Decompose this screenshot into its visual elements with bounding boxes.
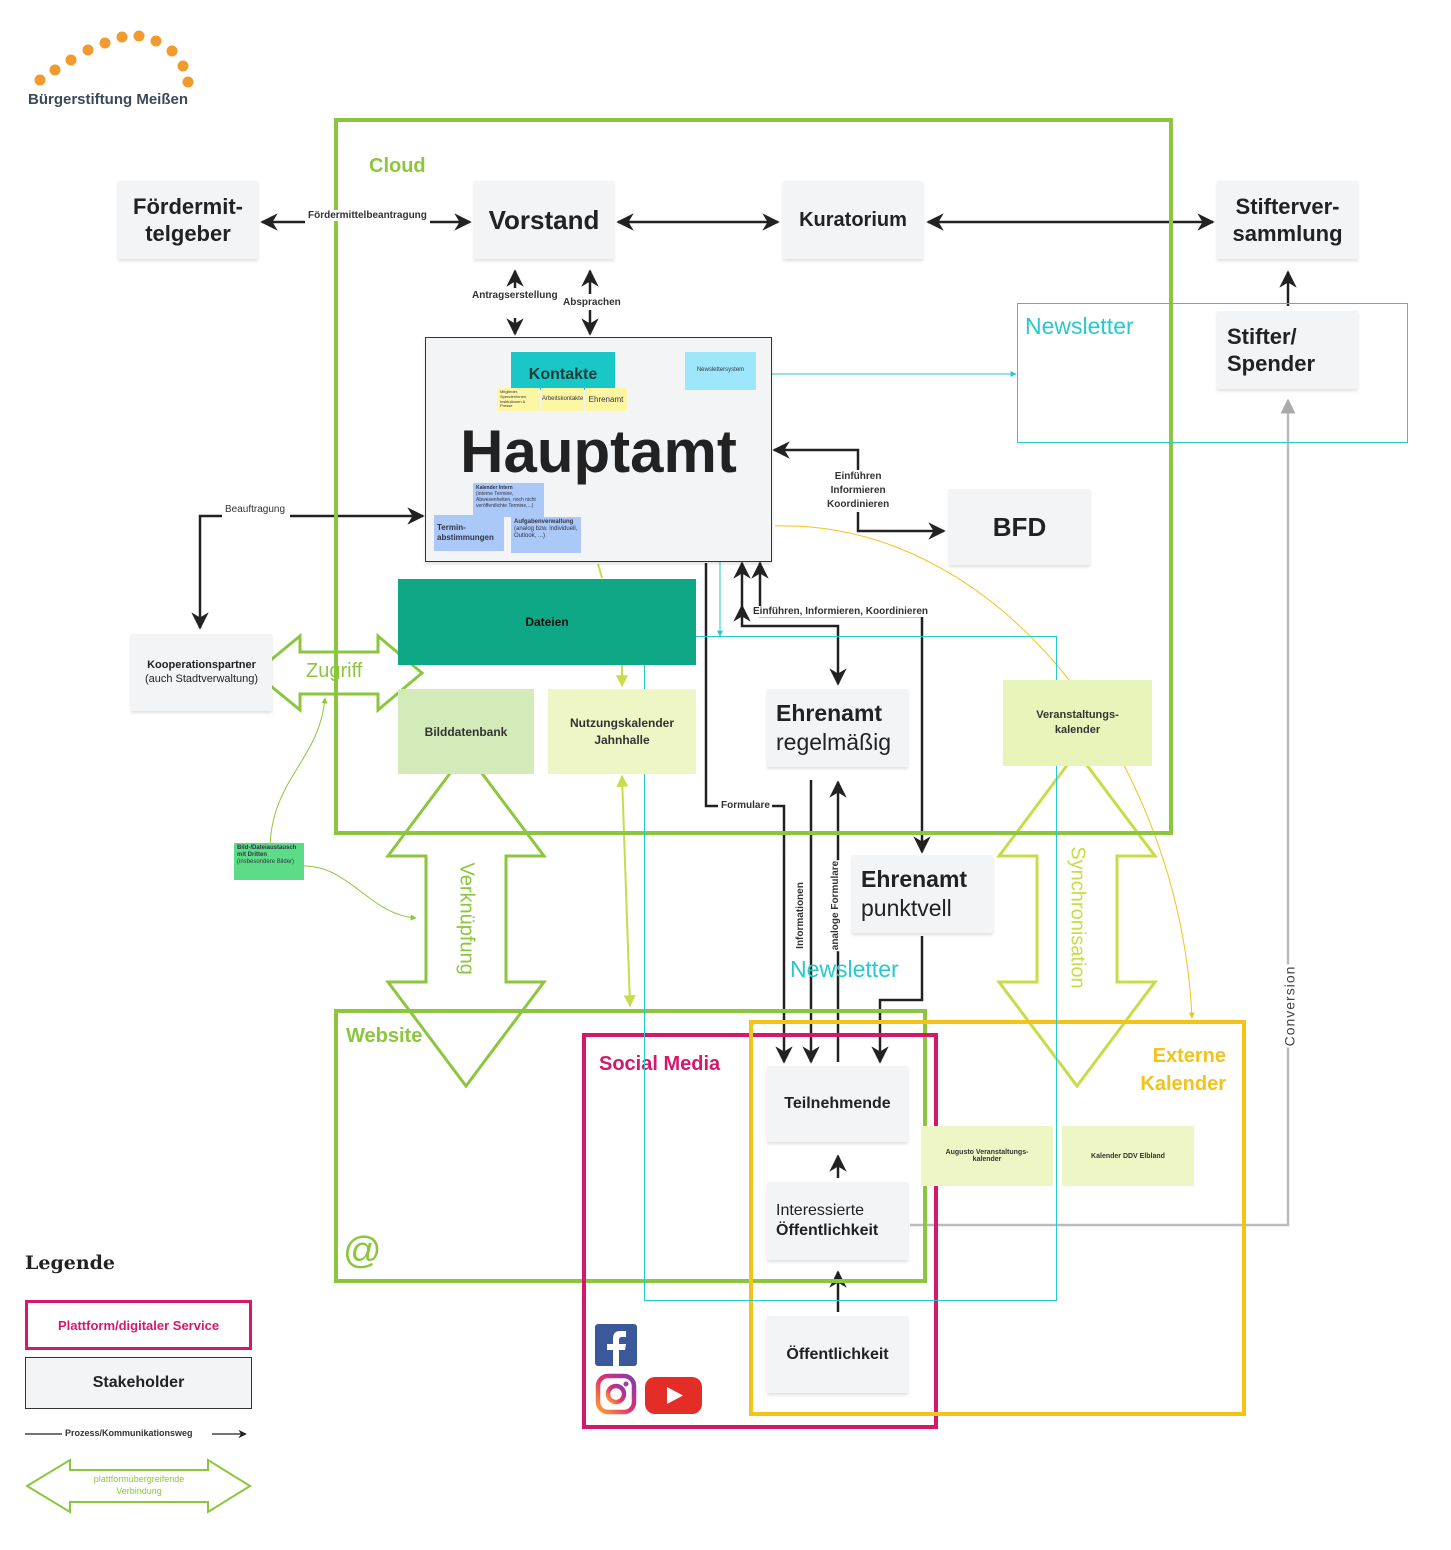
social-media-frame — [582, 1033, 938, 1429]
kontakte-note-ehrenamt: Ehrenamt — [585, 388, 627, 411]
dateien-box[interactable]: Dateien — [398, 579, 696, 665]
ehrenamt-punktuell-title: Ehrenamt — [861, 866, 968, 893]
stakeholder-vorstand[interactable]: Vorstand — [474, 181, 614, 259]
externe-kalender-label: Externe Kalender — [1140, 1045, 1226, 1095]
bild-note-sub: (insbesondere Bilder) — [237, 859, 295, 866]
legend-cross: plattformübergreifende Verbindung — [93, 1474, 185, 1496]
kontakte-note-mitglieder: Mitglieder, Spender/innen, Institutionen… — [497, 388, 540, 411]
cloud-label: Cloud — [369, 155, 426, 177]
label-formulare: Formulare — [720, 800, 771, 811]
stakeholder-kooperationspartner[interactable]: Kooperationspartner (auch Stadtverwaltun… — [131, 634, 272, 711]
social-media-label: Social Media — [599, 1053, 721, 1075]
youtube-icon[interactable] — [645, 1377, 702, 1414]
nutzungskalender-box[interactable]: Nutzungskalender Jahnhalle — [548, 689, 696, 774]
kalender-intern-note[interactable]: Kalender Intern (interne Termine, Abwese… — [473, 483, 544, 517]
label-einfuehren-bfd: Einführen Informieren Koordinieren — [826, 470, 891, 512]
legend-cross-arrow — [25, 1458, 252, 1514]
synchronisation-arrow — [996, 749, 1158, 1089]
kooperationspartner-title: Kooperationspartner — [147, 658, 256, 671]
ehrenamt-regelmaessig-title: Ehrenamt — [776, 700, 883, 727]
label-zugriff: Zugriff — [306, 660, 363, 682]
legend-title: Legende — [25, 1252, 116, 1274]
veranstaltungskalender-box[interactable]: Veranstaltungs- kalender — [1003, 680, 1152, 766]
stakeholder-stifterversammlung[interactable]: Stifterver- sammlung — [1217, 181, 1358, 259]
interessierte-sub: Öffentlichkeit — [776, 1222, 879, 1239]
newsletter-mid-frame — [644, 636, 1057, 1301]
newslettersystem-box[interactable]: Newslettersystem — [685, 352, 756, 390]
label-synchronisation: Synchronisation — [1066, 846, 1089, 989]
externe-kalender-frame — [749, 1020, 1246, 1416]
label-beauftragung: Beauftragung — [224, 504, 287, 515]
augusto-kalender-box[interactable]: Augusto Veranstaltungs- kalender — [921, 1126, 1053, 1186]
verknuepfung-arrow — [385, 749, 547, 1089]
legend-platform: Plattform/digitaler Service — [25, 1300, 252, 1350]
label-informationen: Informationen — [794, 881, 806, 950]
facebook-icon[interactable] — [595, 1324, 637, 1366]
stakeholder-oeffentlichkeit[interactable]: Öffentlichkeit — [767, 1316, 908, 1393]
legend-stakeholder: Stakeholder — [25, 1357, 252, 1409]
label-foerdermittelbeantragung: Fördermittelbeantragung — [307, 210, 428, 221]
legend-process: Prozess/Kommunikationsweg — [64, 1428, 194, 1438]
label-absprachen: Absprachen — [562, 297, 622, 308]
stakeholder-ehrenamt-punktuell[interactable]: Ehrenamt punktvell — [852, 855, 993, 933]
kooperationspartner-sub: (auch Stadtverwaltung) — [144, 672, 259, 685]
interessierte-title: Interessierte — [776, 1202, 865, 1219]
ehrenamt-regelmaessig-sub: regelmäßig — [776, 729, 892, 755]
stakeholder-bfd[interactable]: BFD — [949, 489, 1090, 565]
label-verknuepfung: Verknüpfung — [455, 862, 478, 975]
kontakte-note-arbeitskontakte: Arbeitskontakte — [541, 388, 584, 411]
aufgaben-text: (analog bzw. individuell, Outlook, ...) — [514, 526, 578, 540]
label-einfuehren-ehrenamt: Einführen, Informieren, Koordinieren — [752, 606, 930, 617]
stakeholder-kuratorium[interactable]: Kuratorium — [783, 181, 923, 259]
terminabstimmungen-note[interactable]: Termin- abstimmungen — [434, 515, 504, 551]
newsletter-mid-label: Newsletter — [790, 956, 899, 982]
newsletter-top-frame — [1017, 303, 1408, 443]
stakeholder-interessierte-oeffentlichkeit[interactable]: Interessierte Öffentlichkeit — [767, 1182, 908, 1260]
hauptamt-title: Hauptamt — [460, 418, 737, 485]
newsletter-top-label: Newsletter — [1025, 313, 1134, 339]
stakeholder-stifter-spender[interactable]: Stifter/ Spender — [1217, 311, 1358, 389]
cloud-frame — [334, 118, 1173, 835]
logo-dots — [34, 30, 194, 88]
label-analoge-formulare: analoge Formulare — [830, 859, 842, 952]
kalender-ddv-box[interactable]: Kalender DDV Elbland — [1062, 1126, 1194, 1186]
bild-note-title: Bild-/Dateiaustausch mit Dritten — [237, 845, 297, 859]
zugriff-arrow — [252, 632, 425, 714]
aufgabenverwaltung-note[interactable]: Aufgabenverwaltung (analog bzw. individu… — [511, 517, 581, 553]
at-icon: @ — [343, 1230, 382, 1272]
bild-dateiaustausch-note[interactable]: Bild-/Dateiaustausch mit Dritten (insbes… — [234, 843, 304, 880]
kontakte-box[interactable]: Kontakte — [511, 352, 615, 390]
kalender-intern-title: Kalender Intern — [476, 485, 513, 491]
website-label: Website — [346, 1025, 423, 1047]
aufgaben-title: Aufgabenverwaltung — [514, 519, 574, 525]
stakeholder-teilnehmende[interactable]: Teilnehmende — [767, 1066, 908, 1142]
kalender-intern-text: (interne Termine, Abwesenheiten, noch ni… — [476, 491, 536, 509]
stakeholder-foerdermittelgeber[interactable]: Fördermit- telgeber — [118, 181, 258, 259]
label-antragserstellung: Antragserstellung — [471, 290, 559, 301]
label-conversion: Conversion — [1281, 964, 1298, 1048]
instagram-icon[interactable] — [595, 1373, 637, 1415]
stakeholder-ehrenamt-regelmaessig[interactable]: Ehrenamt regelmäßig — [767, 689, 908, 767]
logo-text: Bürgerstiftung Meißen — [28, 91, 188, 108]
bilddatenbank-box[interactable]: Bilddatenbank — [398, 689, 534, 774]
ehrenamt-punktuell-sub: punktvell — [861, 895, 952, 921]
